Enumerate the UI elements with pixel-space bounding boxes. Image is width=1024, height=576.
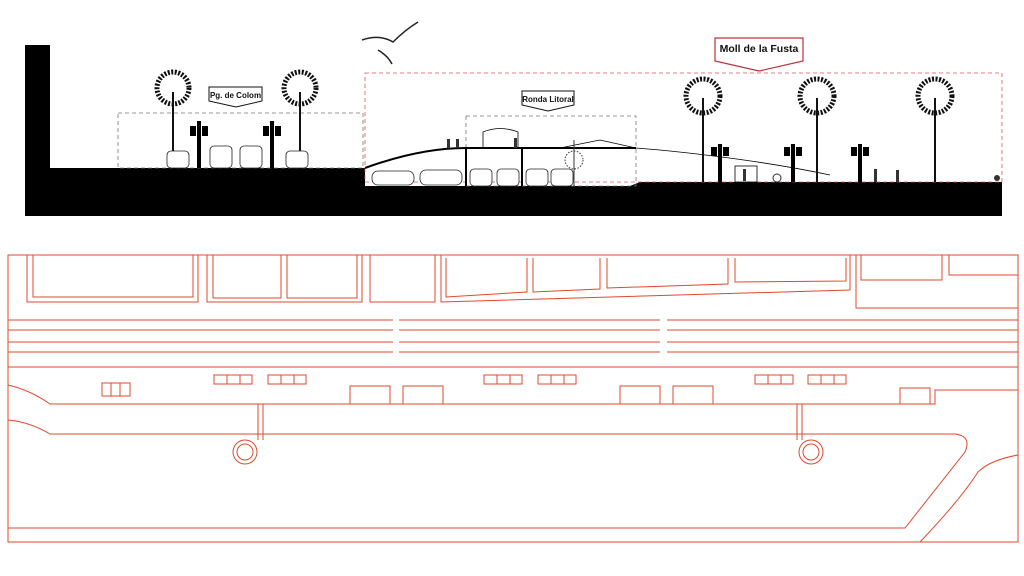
street-lamp-icon [190, 121, 869, 182]
car-icon [166, 145, 574, 187]
pavilion [482, 128, 519, 148]
pg-colom-zone [117, 112, 364, 169]
person-icon [447, 138, 1000, 183]
label-moll-de-la-fusta: Moll de la Fusta [714, 37, 804, 72]
seagull-icon [361, 21, 419, 65]
upper-deck [364, 147, 636, 169]
label-pg-colom: Pg. de Colom [208, 86, 263, 108]
label-text: Ronda Litoral [522, 95, 574, 104]
moll-fusta-zone [364, 72, 1003, 183]
city-block [26, 254, 1019, 309]
palm-tree-icon [154, 69, 955, 182]
street-section: Pg. de Colom Ronda Litoral Moll de la Fu… [25, 21, 1003, 216]
promenade-edge [7, 419, 968, 529]
parking-bays [101, 374, 931, 405]
label-text: Pg. de Colom [210, 91, 261, 100]
dock-curve [919, 454, 1019, 543]
label-ronda-litoral: Ronda Litoral [521, 90, 575, 112]
label-text: Moll de la Fusta [720, 43, 799, 55]
tree-icon [564, 140, 584, 186]
promenade-slope [559, 139, 831, 176]
plan-border [7, 254, 1019, 543]
roundabout-icon [232, 404, 824, 465]
ground-mass [25, 45, 1002, 216]
traffic-lanes [7, 319, 1018, 405]
street-plan [7, 254, 1019, 543]
